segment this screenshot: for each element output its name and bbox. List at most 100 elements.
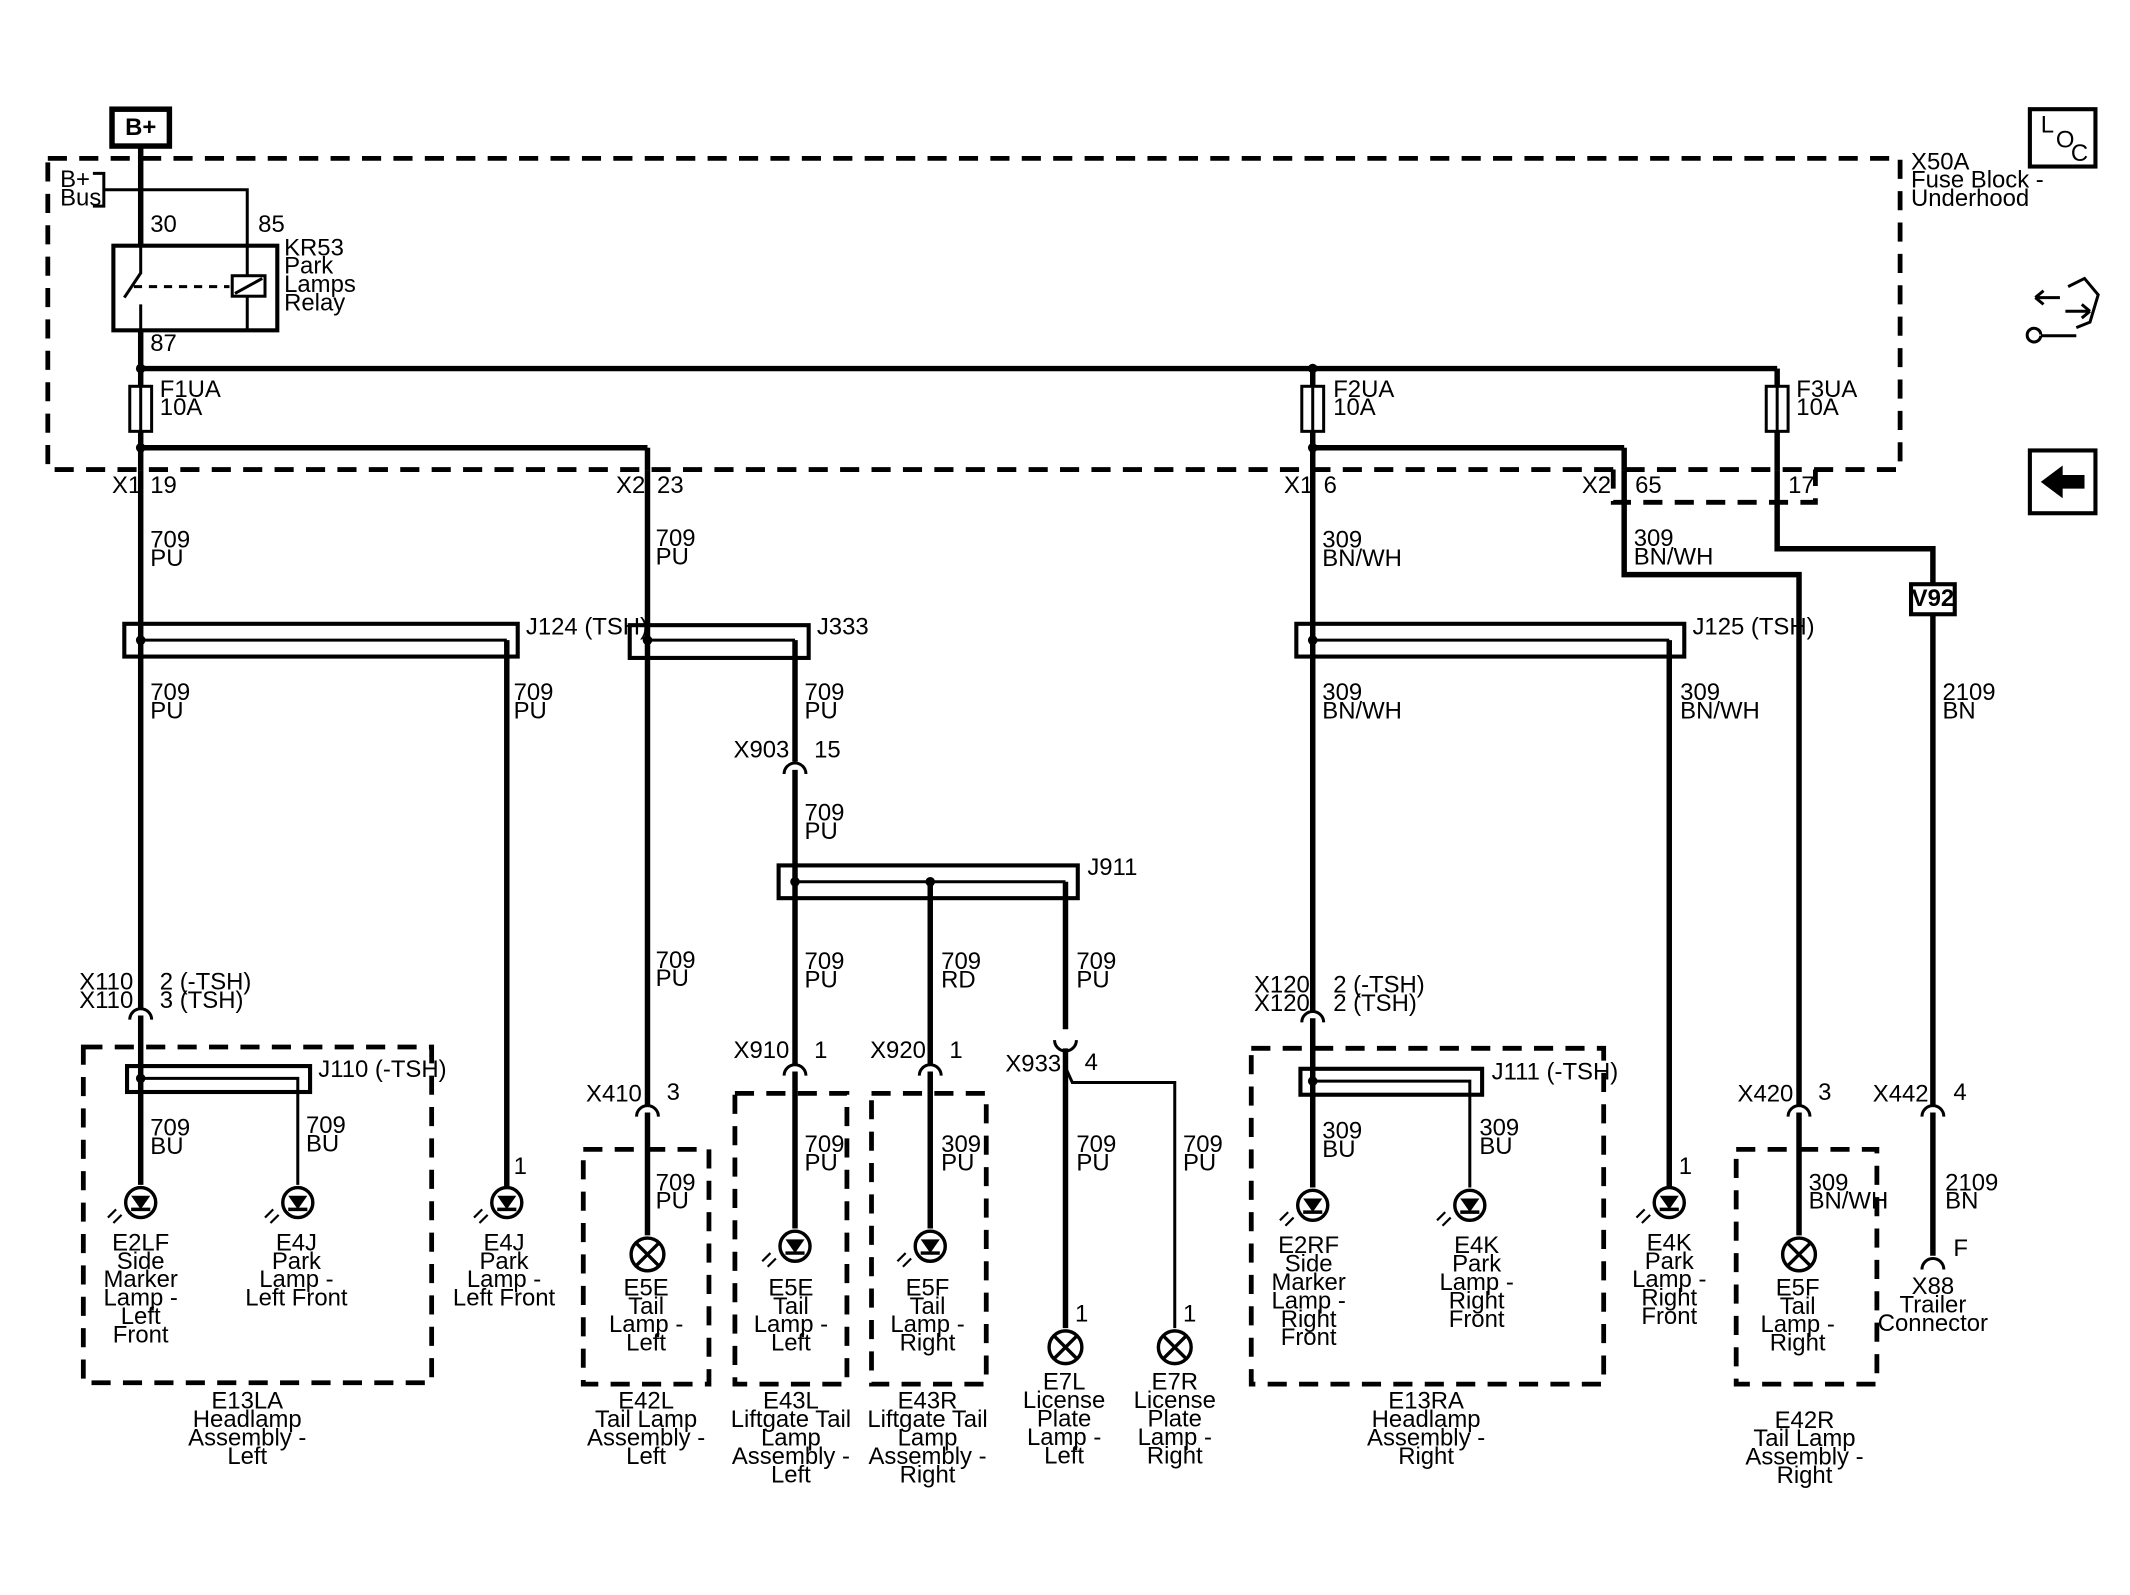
led-lamp-icon [896,1229,947,1268]
label-line: E7L [1043,1369,1085,1396]
conn-x2-a-pin: 23 [657,472,684,499]
label-line: Assembly - [1745,1444,1863,1471]
connector-tool-icon[interactable] [2025,273,2104,350]
label-line: 709 [514,679,554,706]
loc-letter-l: L [2041,111,2054,138]
pin-1: 1 [1183,1300,1196,1327]
label-line: 2109 [1945,1169,1998,1196]
label-line: Assembly - [587,1425,705,1452]
label-line: E7R [1152,1369,1198,1396]
label-line: Lamp - [1138,1424,1212,1451]
label-line: 309 [1634,525,1674,552]
label-line: BN [1942,698,1975,725]
label-line: Headlamp [193,1406,302,1433]
label-line: PU [805,818,838,845]
label-line: 709 [1076,1131,1116,1158]
relay-pin-30: 30 [150,211,177,238]
conn-x420-pin: 3 [1818,1079,1831,1106]
conn-x110-pins: 2 (-TSH)3 (TSH) [160,969,252,1014]
led-lamp-icon [1635,1185,1686,1224]
label-line: Tail Lamp [595,1406,697,1433]
label-line: PU [941,1149,974,1176]
label-line: 309 [1809,1169,1849,1196]
label-line: Right [1641,1285,1697,1312]
label-line: 309 [1322,526,1362,553]
label-line: PU [150,545,183,572]
back-button[interactable] [2027,448,2098,516]
label-line: E4J [276,1229,317,1256]
conn-x442: X442 [1873,1081,1929,1108]
trailer-connector-terminal [1920,1257,1946,1270]
assembly-e42l [580,1146,712,1387]
led-lamp-icon [264,1185,315,1224]
label-line: 309 [1322,679,1362,706]
label-line: E13LA [211,1388,283,1415]
inline-v92-label: V92 [1912,585,1954,612]
label-line: Tail [1780,1293,1816,1320]
label-line: 709 [1183,1131,1223,1158]
label-line: E2LF [112,1229,169,1256]
label-line: BN [1945,1188,1978,1215]
label-line: 709 [656,525,696,552]
conn-x2-b-pin: 65 [1635,472,1662,499]
label-line: Assembly - [1367,1425,1485,1452]
label-line: Left [121,1303,161,1330]
label-line: Left [771,1461,811,1488]
label-line: Park [1452,1251,1501,1278]
label-line: 709 [1076,948,1116,975]
label-line: Lamp - [1760,1311,1834,1338]
fuse-f1ua-name: F1UA [160,376,221,403]
label-line: BN/WH [1809,1188,1889,1215]
conn-x420: X420 [1738,1081,1794,1108]
splice-j124 [122,621,520,659]
label-line: Lamps [284,271,356,298]
label-line: Lamp - [1027,1424,1101,1451]
label-line: 309 [1680,679,1720,706]
splice-j125 [1294,621,1687,659]
led-lamp-icon [761,1229,812,1268]
label-line: 2 (-TSH) [1333,971,1425,998]
label-line: PU [1076,967,1109,994]
park-lamps-relay [111,243,280,333]
conn-x910-pin: 1 [814,1037,827,1064]
label-line: Plate [1148,1405,1202,1432]
label-line: Right [900,1330,956,1357]
label-line: Front [1641,1303,1697,1330]
relay-pin-85: 85 [258,211,285,238]
label-line: E5E [624,1274,669,1301]
label-line: Liftgate Tail [731,1406,851,1433]
label-line: E13RA [1388,1388,1464,1415]
assembly-e42r [1733,1146,1880,1387]
conn-x933: X933 [1005,1051,1061,1078]
label-line: 709 [306,1112,346,1139]
loc-button[interactable]: L O C [2027,107,2098,169]
label-line: Right [1770,1330,1826,1357]
label-line: Assembly - [868,1443,986,1470]
label-line: License [1023,1387,1105,1414]
label-line: Marker [1271,1269,1345,1296]
label-line: Right [1147,1442,1203,1469]
assembly-e43l [732,1090,850,1387]
label-line: Lamp [761,1425,821,1452]
conn-x1-b: X1 [1284,472,1313,499]
assembly-e13la [80,1044,435,1386]
label-line: PU [150,698,183,725]
